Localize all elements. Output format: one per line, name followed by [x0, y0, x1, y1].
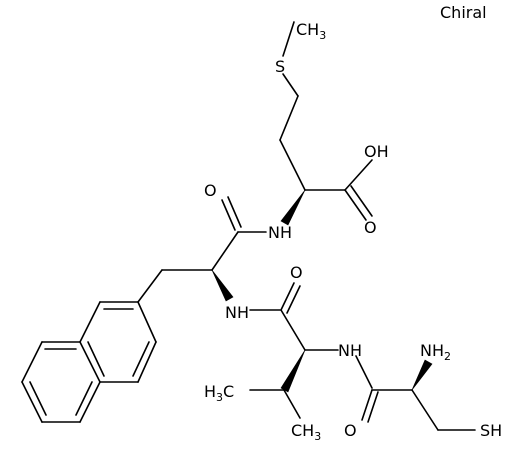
chiral-label: Chiral: [440, 3, 487, 22]
cysteine: [411, 359, 476, 431]
atom-o-amide-1: O: [204, 181, 217, 200]
amide-2: [249, 282, 306, 351]
bond-c-o-b: [367, 391, 379, 423]
bond-c-o-a: [221, 199, 236, 231]
atom-oh: OH: [364, 142, 389, 161]
atom-o-acid: O: [364, 218, 377, 237]
bond-c-o-1: [344, 189, 367, 221]
ring-bond-inner: [75, 381, 93, 416]
bond-cbeta-ring: [137, 269, 163, 303]
methionine-backbone: [280, 159, 373, 226]
bond-c-calpha-val: [280, 309, 306, 351]
ring-bond-inner: [132, 341, 150, 377]
bond-ch2-ch2: [279, 95, 299, 141]
atom-h3c: H3C: [204, 382, 234, 404]
ring-bond: [21, 381, 43, 423]
wedge-val-cbeta: [280, 349, 306, 393]
bond-cbeta-ch3-down: [283, 389, 301, 419]
atom-o-amide-3: O: [344, 421, 357, 440]
atom-nh-3: NH: [338, 341, 362, 360]
amide-1: [211, 196, 267, 271]
bond-c-o-a: [280, 282, 295, 311]
ring-bond: [137, 301, 157, 343]
ring-bond: [21, 341, 43, 383]
atom-ch3-top: CH3: [296, 20, 326, 42]
bond-c-calpha-nal: [211, 231, 239, 271]
bond-c-o-b: [286, 285, 301, 314]
nal-backbone: [137, 269, 234, 303]
wedge-met-nh: [280, 189, 306, 226]
wedge-nal-nh: [211, 269, 234, 302]
ring-bond-inner: [87, 341, 105, 377]
bond-nh-c: [355, 355, 373, 389]
ring-bond: [137, 341, 157, 383]
ring-bond-inner: [29, 381, 47, 416]
bond-s-ch2: [282, 73, 299, 97]
bond-c-oh: [344, 159, 373, 191]
methionine-side-chain: [279, 21, 306, 191]
bond-ch2-calpha: [279, 139, 306, 191]
atom-s-top: S: [275, 57, 285, 76]
naphthalene-ring: [21, 301, 157, 423]
amide-3: [355, 355, 413, 423]
bond-c-o-b: [227, 196, 242, 228]
bond-c-o-a: [361, 389, 373, 421]
valine: [249, 349, 339, 419]
bond-c-o-2: [350, 185, 373, 217]
bond-ch3-s: [282, 21, 295, 57]
atom-nh2-amine: NH2: [420, 341, 451, 363]
atom-ch3-bottom: CH3: [291, 421, 321, 443]
atom-nh-1: NH: [268, 223, 292, 242]
ring-bond: [79, 301, 101, 343]
wedge-cys-nh2: [411, 359, 433, 391]
atom-sh: SH: [480, 421, 502, 440]
bond-calpha-cbeta: [411, 389, 439, 431]
ring-bond-fused: [79, 341, 101, 383]
ring-bond: [79, 381, 101, 423]
atom-nh-2: NH: [225, 303, 249, 322]
atom-o-amide-2: O: [290, 263, 303, 282]
